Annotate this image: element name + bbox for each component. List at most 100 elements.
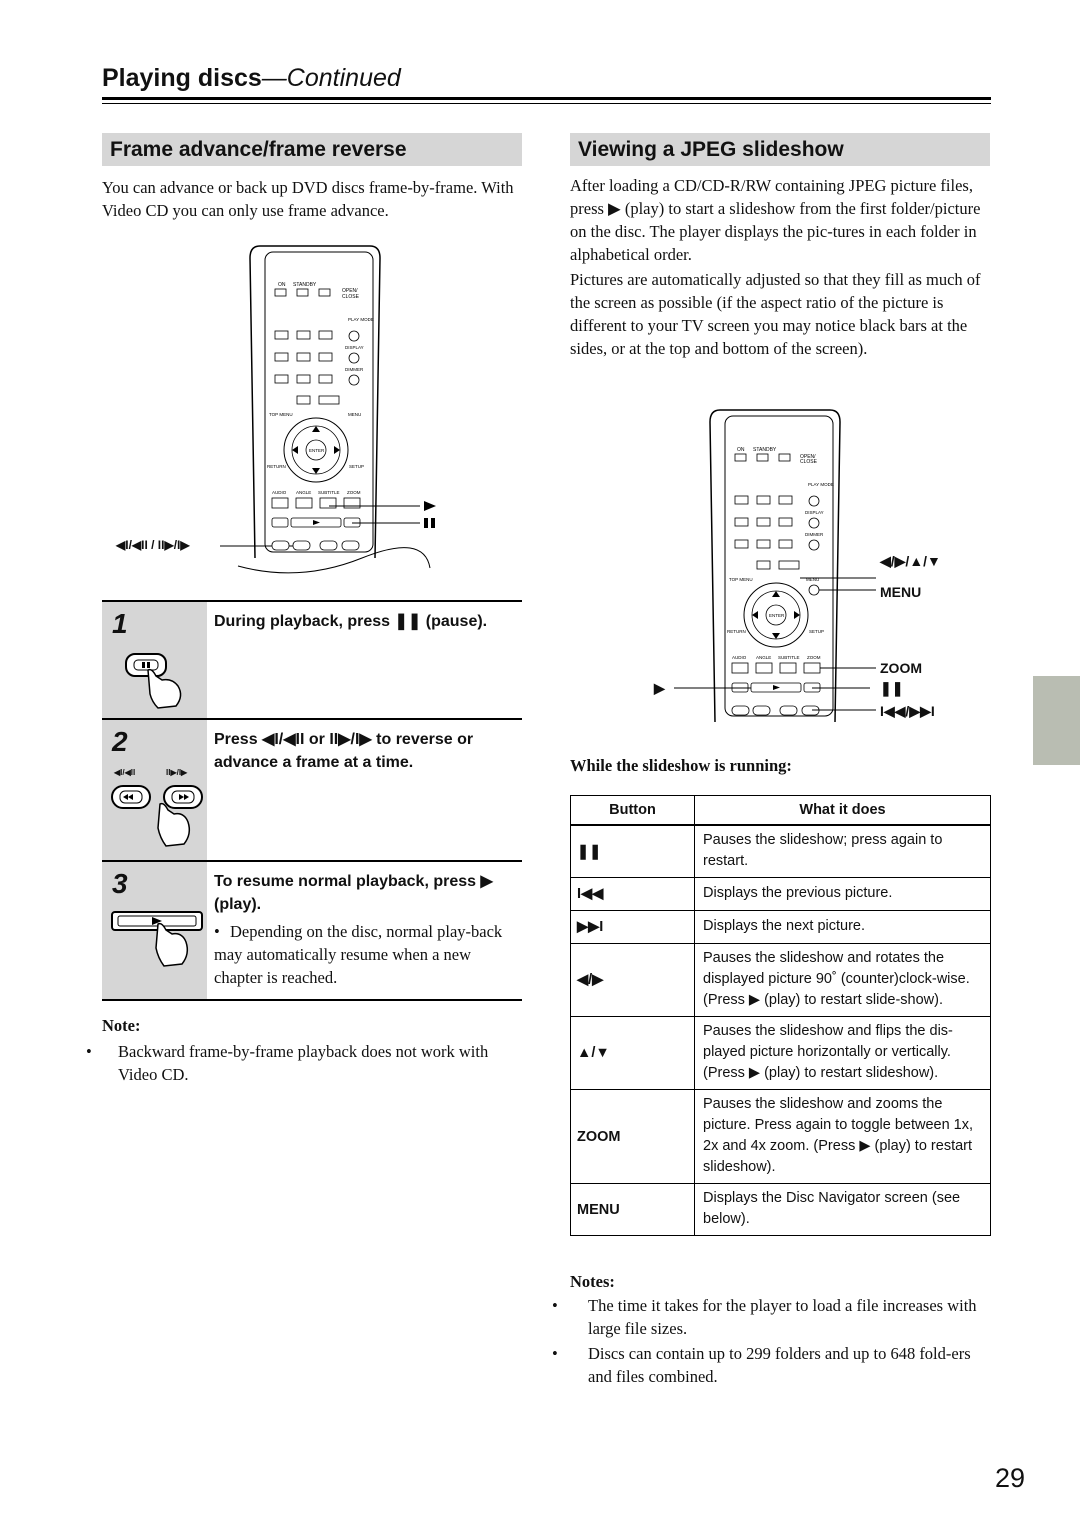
- step-title: To resume normal playback, press ▶ (play…: [214, 873, 493, 913]
- menu-label: MENU: [348, 412, 361, 417]
- table-cell-desc: Displays the Disc Navigator screen (see …: [694, 1183, 991, 1236]
- table-cell-desc: Pauses the slideshow and flips the dis-p…: [694, 1016, 991, 1090]
- table-cell-desc: Displays the next picture.: [694, 910, 991, 944]
- audio-label: AUDIO: [272, 490, 287, 495]
- page-header: Playing discs—Continued: [102, 64, 401, 93]
- step-number: 3: [112, 868, 128, 899]
- slideshow-table-heading: While the slideshow is running:: [570, 756, 792, 775]
- close-label: CLOSE: [342, 294, 360, 300]
- zoom-label-remote: ZOOM: [347, 490, 361, 495]
- close-label: CLOSE: [800, 459, 818, 465]
- pause-button-hand-icon: [125, 653, 182, 709]
- step-3-bullet-text: Depending on the disc, normal play-back …: [214, 922, 503, 987]
- top-menu-label: TOP MENU: [729, 577, 753, 582]
- remote-control-illustration-left: ON STANDBY OPEN/ CLOSE PLAY MODE DISPLAY…: [220, 245, 436, 574]
- step-title: During playback, press ❚❚ (pause).: [214, 613, 488, 630]
- table-cell-desc: Displays the previous picture.: [694, 877, 991, 911]
- frame-step-callout: ◀I/◀II / II▶/I▶: [116, 538, 190, 552]
- step-2: 2 Press ◀I/◀II or II▶/I▶ to reverse or a…: [102, 718, 522, 862]
- table-row: MENU Displays the Disc Navigator screen …: [570, 1183, 991, 1236]
- slideshow-intro-1: After loading a CD/CD-R/RW containing JP…: [570, 176, 981, 264]
- table-row: ◀/▶ Pauses the slideshow and rotates the…: [570, 943, 991, 1017]
- note-item-text: Discs can contain up to 299 folders and …: [588, 1344, 971, 1386]
- arrow-keys-callout: ◀/▶/▲/▼: [880, 553, 941, 569]
- table-row: ▲/▼ Pauses the slideshow and flips the d…: [570, 1016, 991, 1090]
- table-cell-desc: Pauses the slideshow; press again to res…: [694, 824, 991, 878]
- header-continued: —Continued: [261, 64, 401, 92]
- step-3: 3 To resume normal playback, press ▶ (pl…: [102, 860, 522, 1001]
- table-cell-button: MENU: [570, 1183, 695, 1236]
- on-label: ON: [278, 282, 286, 288]
- menu-callout: MENU: [880, 584, 922, 600]
- table-cell-button: ▶▶I: [570, 910, 695, 944]
- note-heading: Note:: [102, 1016, 141, 1035]
- advance-icon-label: II▶/I▶: [166, 768, 188, 777]
- subtitle-label: SUBTITLE: [318, 490, 340, 495]
- menu-label: MENU: [806, 577, 819, 582]
- play-button-hand-icon: [111, 911, 203, 967]
- note-item-text: The time it takes for the player to load…: [588, 1296, 977, 1338]
- section-heading-jpeg-slideshow: Viewing a JPEG slideshow: [570, 133, 990, 166]
- zoom-label-remote: ZOOM: [807, 655, 821, 660]
- frame-advance-intro: You can advance or back up DVD discs fra…: [102, 178, 514, 220]
- play-mode-label: PLAY MODE: [808, 482, 834, 487]
- step-title: Press ◀I/◀II or II▶/I▶ to reverse or adv…: [214, 731, 474, 771]
- zoom-callout: ZOOM: [880, 660, 922, 676]
- play-callout: ▶: [654, 680, 665, 696]
- standby-label: STANDBY: [293, 282, 317, 288]
- notes-heading: Notes:: [570, 1272, 615, 1291]
- audio-label: AUDIO: [732, 655, 747, 660]
- display-label: DISPLAY: [345, 345, 364, 350]
- on-label: ON: [737, 447, 745, 453]
- table-header-what: What it does: [694, 795, 991, 826]
- table-row: ▶▶I Displays the next picture.: [570, 910, 991, 944]
- step-1: 1 During playback, press ❚❚ (pause).: [102, 600, 522, 719]
- top-menu-label: TOP MENU: [269, 412, 293, 417]
- standby-label: STANDBY: [753, 447, 777, 453]
- slideshow-controls-table: Button What it does ❚❚ Pauses the slides…: [570, 795, 991, 1236]
- section-tab-marker: [1033, 676, 1080, 765]
- open-label: OPEN/: [342, 288, 358, 294]
- dimmer-label: DIMMER: [345, 367, 364, 372]
- subtitle-label: SUBTITLE: [778, 655, 800, 660]
- table-cell-button: ZOOM: [570, 1089, 695, 1184]
- header-rule: [102, 97, 991, 100]
- play-mode-label: PLAY MODE: [348, 317, 374, 322]
- note-text-body: Backward frame-by-frame playback does no…: [118, 1042, 489, 1084]
- page-number: 29: [995, 1463, 1026, 1493]
- note-text: •Backward frame-by-frame playback does n…: [86, 1042, 489, 1084]
- note-item: •Discs can contain up to 299 folders and…: [552, 1344, 971, 1386]
- angle-label: ANGLE: [296, 490, 311, 495]
- remote-control-illustration-right: ON STANDBY OPEN/ CLOSE PLAY MODE DISPLAY…: [674, 409, 876, 723]
- dimmer-label: DIMMER: [805, 532, 824, 537]
- table-cell-button: ❚❚: [570, 824, 695, 878]
- enter-label: ENTER: [769, 613, 785, 618]
- setup-label: SETUP: [349, 464, 364, 469]
- table-header-row: Button What it does: [570, 795, 991, 826]
- step-number: 2: [112, 726, 128, 757]
- skip-callout: I◀◀/▶▶I: [880, 703, 935, 719]
- header-rule-thin: [102, 103, 991, 104]
- pause-callout: ❚❚: [880, 680, 904, 696]
- section-heading-frame-advance: Frame advance/frame reverse: [102, 133, 522, 166]
- angle-label: ANGLE: [756, 655, 771, 660]
- table-row: ❚❚ Pauses the slideshow; press again to …: [570, 824, 991, 878]
- table-cell-desc: Pauses the slideshow and zooms the pictu…: [694, 1089, 991, 1184]
- note-item: •The time it takes for the player to loa…: [552, 1296, 977, 1338]
- enter-label: ENTER: [309, 448, 325, 453]
- table-cell-desc: Pauses the slideshow and rotates the dis…: [694, 943, 991, 1017]
- open-label: OPEN/: [800, 454, 816, 460]
- reverse-icon-label: ◀I/◀II: [114, 768, 136, 777]
- table-cell-button: ◀/▶: [570, 943, 695, 1017]
- step-number: 1: [112, 608, 128, 639]
- frame-step-buttons-hand-icon: [111, 785, 203, 847]
- table-row: I◀◀ Displays the previous picture.: [570, 877, 991, 911]
- table-header-button: Button: [570, 795, 695, 826]
- step-3-bullet: •Depending on the disc, normal play-back…: [214, 922, 503, 987]
- setup-label: SETUP: [809, 629, 824, 634]
- table-row: ZOOM Pauses the slideshow and zooms the …: [570, 1089, 991, 1184]
- slideshow-intro-2: Pictures are automatically adjusted so t…: [570, 270, 981, 358]
- table-cell-button: ▲/▼: [570, 1016, 695, 1090]
- header-title: Playing discs: [102, 64, 262, 92]
- table-cell-button: I◀◀: [570, 877, 695, 911]
